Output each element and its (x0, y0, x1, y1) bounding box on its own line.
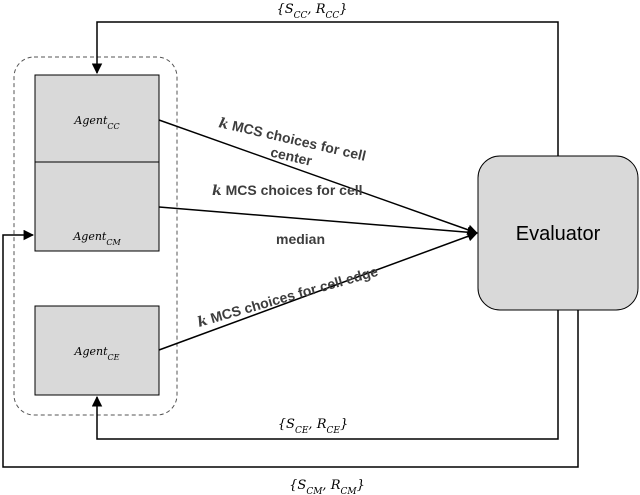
edge-median-label: k MCS choices for cell median (212, 182, 363, 247)
feedback-ce-arrow (91, 310, 559, 440)
svg-text:k MCS choices for cell: k MCS choices for cell (212, 182, 363, 199)
svg-text:median: median (276, 231, 325, 247)
agent-cm-label: AgentCM (72, 230, 121, 247)
feedback-cm-label: {SCM, RCM} (289, 478, 365, 495)
agent-cc-label: AgentCC (73, 114, 119, 131)
feedback-ce-label: {SCE, RCE} (278, 417, 348, 436)
agent-cm-box[interactable] (34, 161, 160, 252)
agent-ce-box[interactable] (34, 305, 160, 396)
edge-median-arrow (158, 206, 479, 238)
feedback-cc-arrow (91, 21, 559, 156)
edge-center-arrow (158, 119, 478, 235)
evaluator-label: Evaluator (516, 223, 601, 245)
agent-cc-box[interactable] (34, 74, 160, 165)
agent-ce-label: AgentCE (74, 345, 120, 362)
svg-text:k MCS choices for cell edge: k MCS choices for cell edge (195, 263, 380, 331)
feedback-cc-label: {SCC, RCC} (276, 2, 347, 21)
edge-edge-label: k MCS choices for cell edge (195, 263, 380, 331)
edge-edge-arrow (158, 231, 478, 351)
feedback-cm-arrow (2, 229, 579, 468)
